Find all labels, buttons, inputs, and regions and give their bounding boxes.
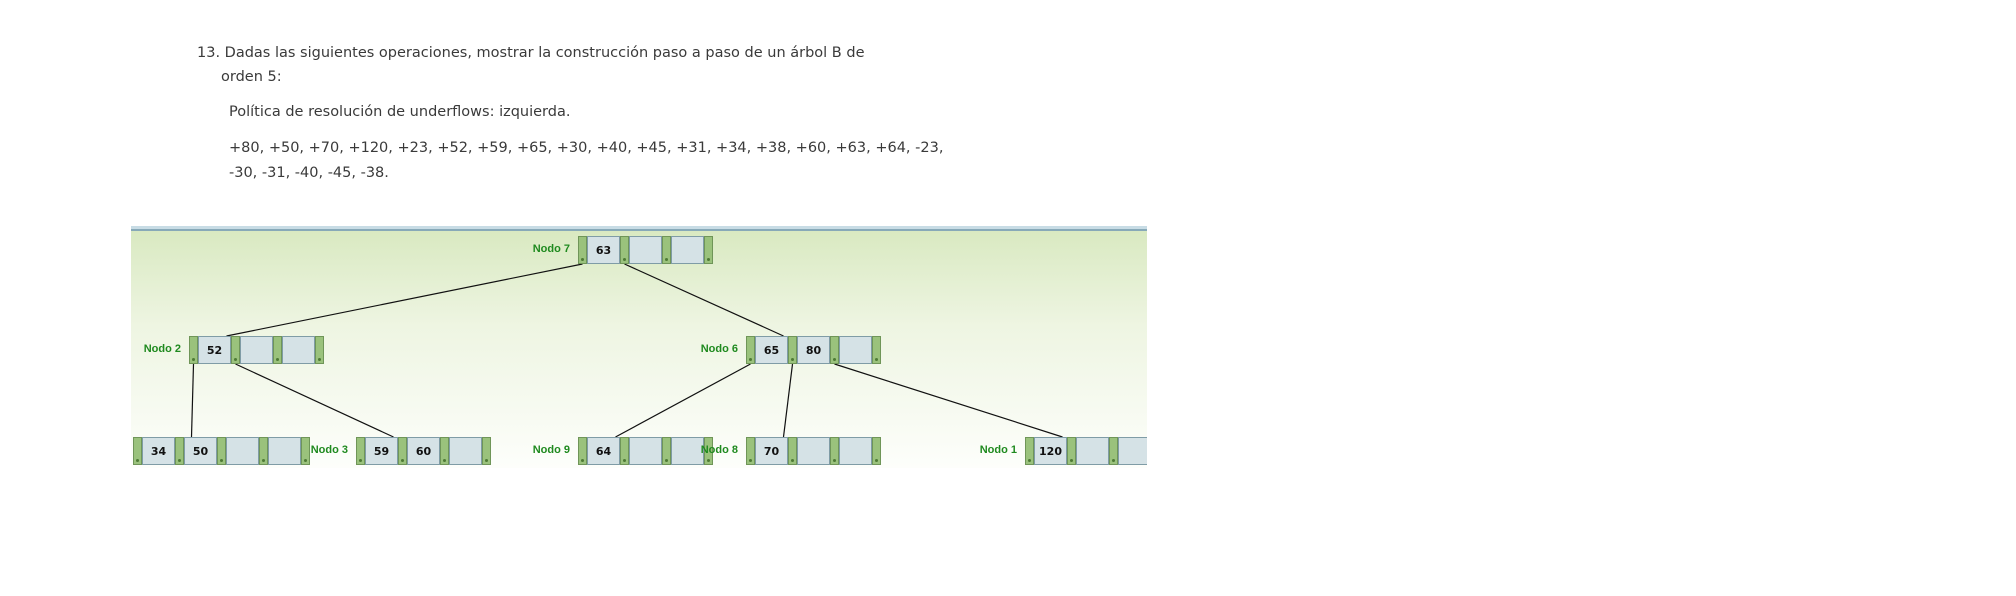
node-key [240, 336, 273, 364]
node-pointer [133, 437, 142, 465]
node-label: Nodo 1 [979, 444, 1017, 456]
node-label: Nodo 2 [143, 343, 181, 355]
node-key: 50 [184, 437, 217, 465]
node-pointer [1067, 437, 1076, 465]
operations-line-1: +80, +50, +70, +120, +23, +52, +59, +65,… [229, 140, 944, 156]
node-pointer [273, 336, 282, 364]
node-pointer [259, 437, 268, 465]
node-pointer [872, 336, 881, 364]
btree-edge [782, 363, 794, 438]
node-key [1118, 437, 1147, 465]
node-pointer [175, 437, 184, 465]
node-pointer [189, 336, 198, 364]
node-pointer [746, 437, 755, 465]
node-key: 63 [587, 236, 620, 264]
question-13: 13. Dadas las siguientes operaciones, mo… [197, 41, 865, 89]
node-label: Nodo 6 [700, 343, 738, 355]
node-key [629, 437, 662, 465]
question-continuation: orden 5: [221, 69, 282, 85]
node-pointer [1025, 437, 1034, 465]
node-pointer [662, 437, 671, 465]
node-pointer [231, 336, 240, 364]
node-pointer [301, 437, 310, 465]
node-key [839, 437, 872, 465]
node-pointer [315, 336, 324, 364]
node-pointer [662, 236, 671, 264]
node-key: 34 [142, 437, 175, 465]
btree-edges [190, 263, 1063, 438]
node-key [797, 437, 830, 465]
node-pointer [746, 336, 755, 364]
operations-line-2: -30, -31, -40, -45, -38. [229, 165, 389, 181]
node-key [226, 437, 259, 465]
node-pointer [704, 437, 713, 465]
operations-list: +80, +50, +70, +120, +23, +52, +59, +65,… [229, 136, 943, 186]
node-key: 64 [587, 437, 620, 465]
node-key: 59 [365, 437, 398, 465]
node-key: 65 [755, 336, 788, 364]
btree-node-n7: 63 [578, 236, 713, 264]
btree-node-n9: 64 [578, 437, 713, 465]
node-label: Nodo 3 [310, 444, 348, 456]
btree-edge [190, 363, 195, 438]
node-key [671, 437, 704, 465]
btree-node-n3: 59 60 [356, 437, 491, 465]
node-pointer [217, 437, 226, 465]
node-key: 70 [755, 437, 788, 465]
node-pointer [356, 437, 365, 465]
node-pointer [578, 437, 587, 465]
node-pointer [788, 437, 797, 465]
btree-node-n0: 34 50 [133, 437, 310, 465]
btree-edge [226, 263, 583, 337]
node-pointer [482, 437, 491, 465]
node-pointer [704, 236, 713, 264]
btree-node-n6: 65 80 [746, 336, 881, 364]
btree-node-n2: 52 [189, 336, 324, 364]
node-key [449, 437, 482, 465]
node-key [629, 236, 662, 264]
node-key: 80 [797, 336, 830, 364]
btree-node-n1: 120 [1025, 437, 1147, 465]
btree-diagram: 63 Nodo 7 52 Nodo 2 65 80 Nodo 6 34 50 59 60 Nodo 3… [131, 229, 1147, 468]
node-key [671, 236, 704, 264]
node-key [1076, 437, 1109, 465]
node-key: 52 [198, 336, 231, 364]
node-key [839, 336, 872, 364]
btree-edge [834, 363, 1063, 438]
node-pointer [830, 336, 839, 364]
node-key: 120 [1034, 437, 1067, 465]
node-pointer [620, 236, 629, 264]
underflow-policy: Política de resolución de underflows: iz… [229, 104, 571, 120]
node-key [282, 336, 315, 364]
node-pointer [830, 437, 839, 465]
btree-node-n8: 70 [746, 437, 881, 465]
node-key [268, 437, 301, 465]
node-pointer [1109, 437, 1118, 465]
node-key: 60 [407, 437, 440, 465]
btree-edge [615, 363, 751, 438]
btree-edge [624, 263, 784, 337]
node-pointer [440, 437, 449, 465]
node-label: Nodo 9 [532, 444, 570, 456]
node-label: Nodo 8 [700, 444, 738, 456]
btree-edge [235, 363, 394, 438]
node-label: Nodo 7 [532, 243, 570, 255]
node-pointer [620, 437, 629, 465]
question-text: 13. Dadas las siguientes operaciones, mo… [197, 45, 865, 61]
node-pointer [578, 236, 587, 264]
node-pointer [788, 336, 797, 364]
node-pointer [398, 437, 407, 465]
node-pointer [872, 437, 881, 465]
